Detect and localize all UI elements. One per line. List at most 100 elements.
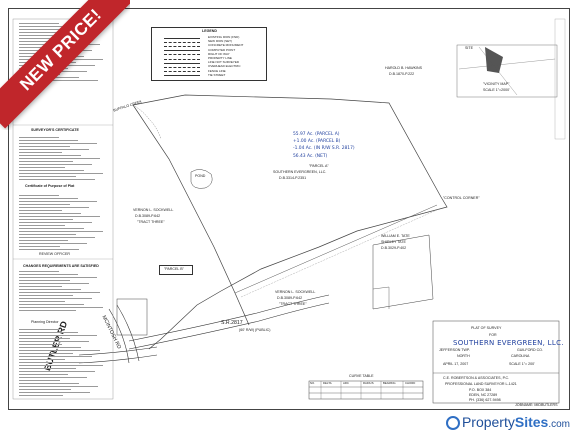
legend-title: LEGEND [202,29,217,33]
note-line [19,234,76,235]
note-line [19,201,97,202]
note-line [19,274,78,275]
legend-row: TIE STREET [208,72,226,77]
legend-symbol [164,75,200,77]
propertysites-logo[interactable]: PropertySites.com [445,414,570,430]
title-plat: PLAT OF SURVEY [471,326,502,330]
legend-row: EXISTING IRON (FND) [208,35,240,39]
title-po: P.O. BOX 384 [469,388,492,392]
note-line [19,286,62,287]
note-line [19,155,81,156]
note-review: REVIEW OFFICER [39,252,70,256]
note-line [19,204,70,205]
note-line [19,143,97,144]
note-line [19,341,89,342]
owner-hawkins: HAROLD B. HAWKINS [385,66,423,70]
title-for: FOR [489,333,497,337]
legend-symbol [164,54,200,56]
note-line [19,395,63,396]
note-purpose: Certificate of Purpose of Plat [25,184,75,188]
note-line [19,149,89,150]
owner-vernon-right-ref: D.B.3089-P.642 [277,296,303,300]
legend-row: OVERHEAD ELECTRIC [208,64,241,69]
title-client: SOUTHERN EVERGREEN, LLC. [453,339,564,347]
title-township: JEFFERSON TWP. [439,348,470,352]
legend-row: CONCRETE MONUMENT [208,43,244,48]
note-line [19,380,60,381]
survey-map-drawing [12,18,566,404]
curve-table-header: DELTA [323,381,332,385]
note-line [19,383,79,384]
note-line [19,198,78,199]
note-line [19,392,90,393]
new-price-banner: NEW PRICE! [0,0,130,129]
legend-symbol [164,66,200,68]
note-line [19,377,87,378]
note-line [19,210,62,211]
owner-tate: WILLIAM E. TATE [381,234,410,238]
note-line [19,249,79,250]
note-line [19,222,92,223]
note-line [19,216,100,217]
note-line [19,195,59,196]
note-line [19,243,87,244]
legend-row: NEW IRON (SET) [208,39,232,44]
curve-table-title: CURVE TABLE [349,374,374,378]
owner-vernon-right-tract: "TRACT THREE" [279,302,307,306]
owner-vernon-left: VERNON L. SOCKWELL [133,208,174,212]
note-line [19,301,65,302]
title-state-b: CAROLINA [511,354,530,358]
note-line [19,359,65,360]
road-sr2817-sub: (60' R/W) (PUBLIC) [239,328,271,332]
legend-symbol [164,62,200,64]
parcel-b-tag-box: "PARCEL B" [159,265,193,275]
note-line [19,219,73,220]
survey-plat-sheet: LEGEND EXISTING IRON (FND)NEW IRON (SET)… [8,8,570,410]
owner-hawkins-ref: D.B.1870-P.222 [389,72,415,76]
road-sr2817: S.R.2817 [221,320,243,326]
parcel-area-3: -1.04 Ac. (IN R/W S.R. 2817) [293,146,355,151]
note-line [19,170,84,171]
note-line [19,338,70,339]
legend-row: PROPERTY LINE [208,56,232,60]
note-line [19,304,84,305]
legend-row: LINE NOT SURVEYED [208,60,240,65]
note-line [19,167,65,168]
curve-table-header: RADIUS [363,381,374,385]
owner-vernon-left-tract: "TRACT THREE" [137,220,165,224]
note-line [19,374,68,375]
new-price-ribbon: NEW PRICE! [0,0,130,130]
owner-southern: SOUTHERN EVERGREEN, LLC. [273,170,327,174]
note-line [19,213,81,214]
control-corner-label: "CONTROL CORNER" [443,196,480,200]
legend-row: COMPUTED POINT [208,47,236,52]
note-line [19,179,95,180]
logo-brand-a: Property [461,414,515,430]
note-approval: CHANGES REQUIREMENTS ARE SATISFIED [23,264,99,268]
note-line [19,329,59,330]
note-line [19,225,65,226]
note-line [19,289,81,290]
note-certificate: SURVEYOR'S CERTIFICATE [31,128,79,132]
note-line [19,332,78,333]
owner-southern-ref: D.B.3314-P.2351 [279,176,307,180]
note-line [19,386,98,387]
note-line [19,23,59,24]
note-line [19,307,103,308]
curve-table-header: ARC [343,381,349,385]
note-line [19,152,62,153]
parcel-area-2: +1.00 Ac. (PARCEL B) [293,139,341,144]
note-line [19,140,78,141]
title-phone: PH. (336) 627-9498 [469,398,501,402]
note-line [19,158,100,159]
vicinity-scale: SCALE 1"=2000' [483,88,510,92]
note-line [19,389,71,390]
owner-vernon-left-ref: D.B.3089-P.642 [135,214,161,218]
title-city: EDEN, NC 27289 [469,393,498,397]
note-line [19,310,76,311]
note-line [19,335,97,336]
propertysites-logo-icon [445,416,460,430]
pond-label: POND [195,174,206,178]
note-line [19,353,73,354]
